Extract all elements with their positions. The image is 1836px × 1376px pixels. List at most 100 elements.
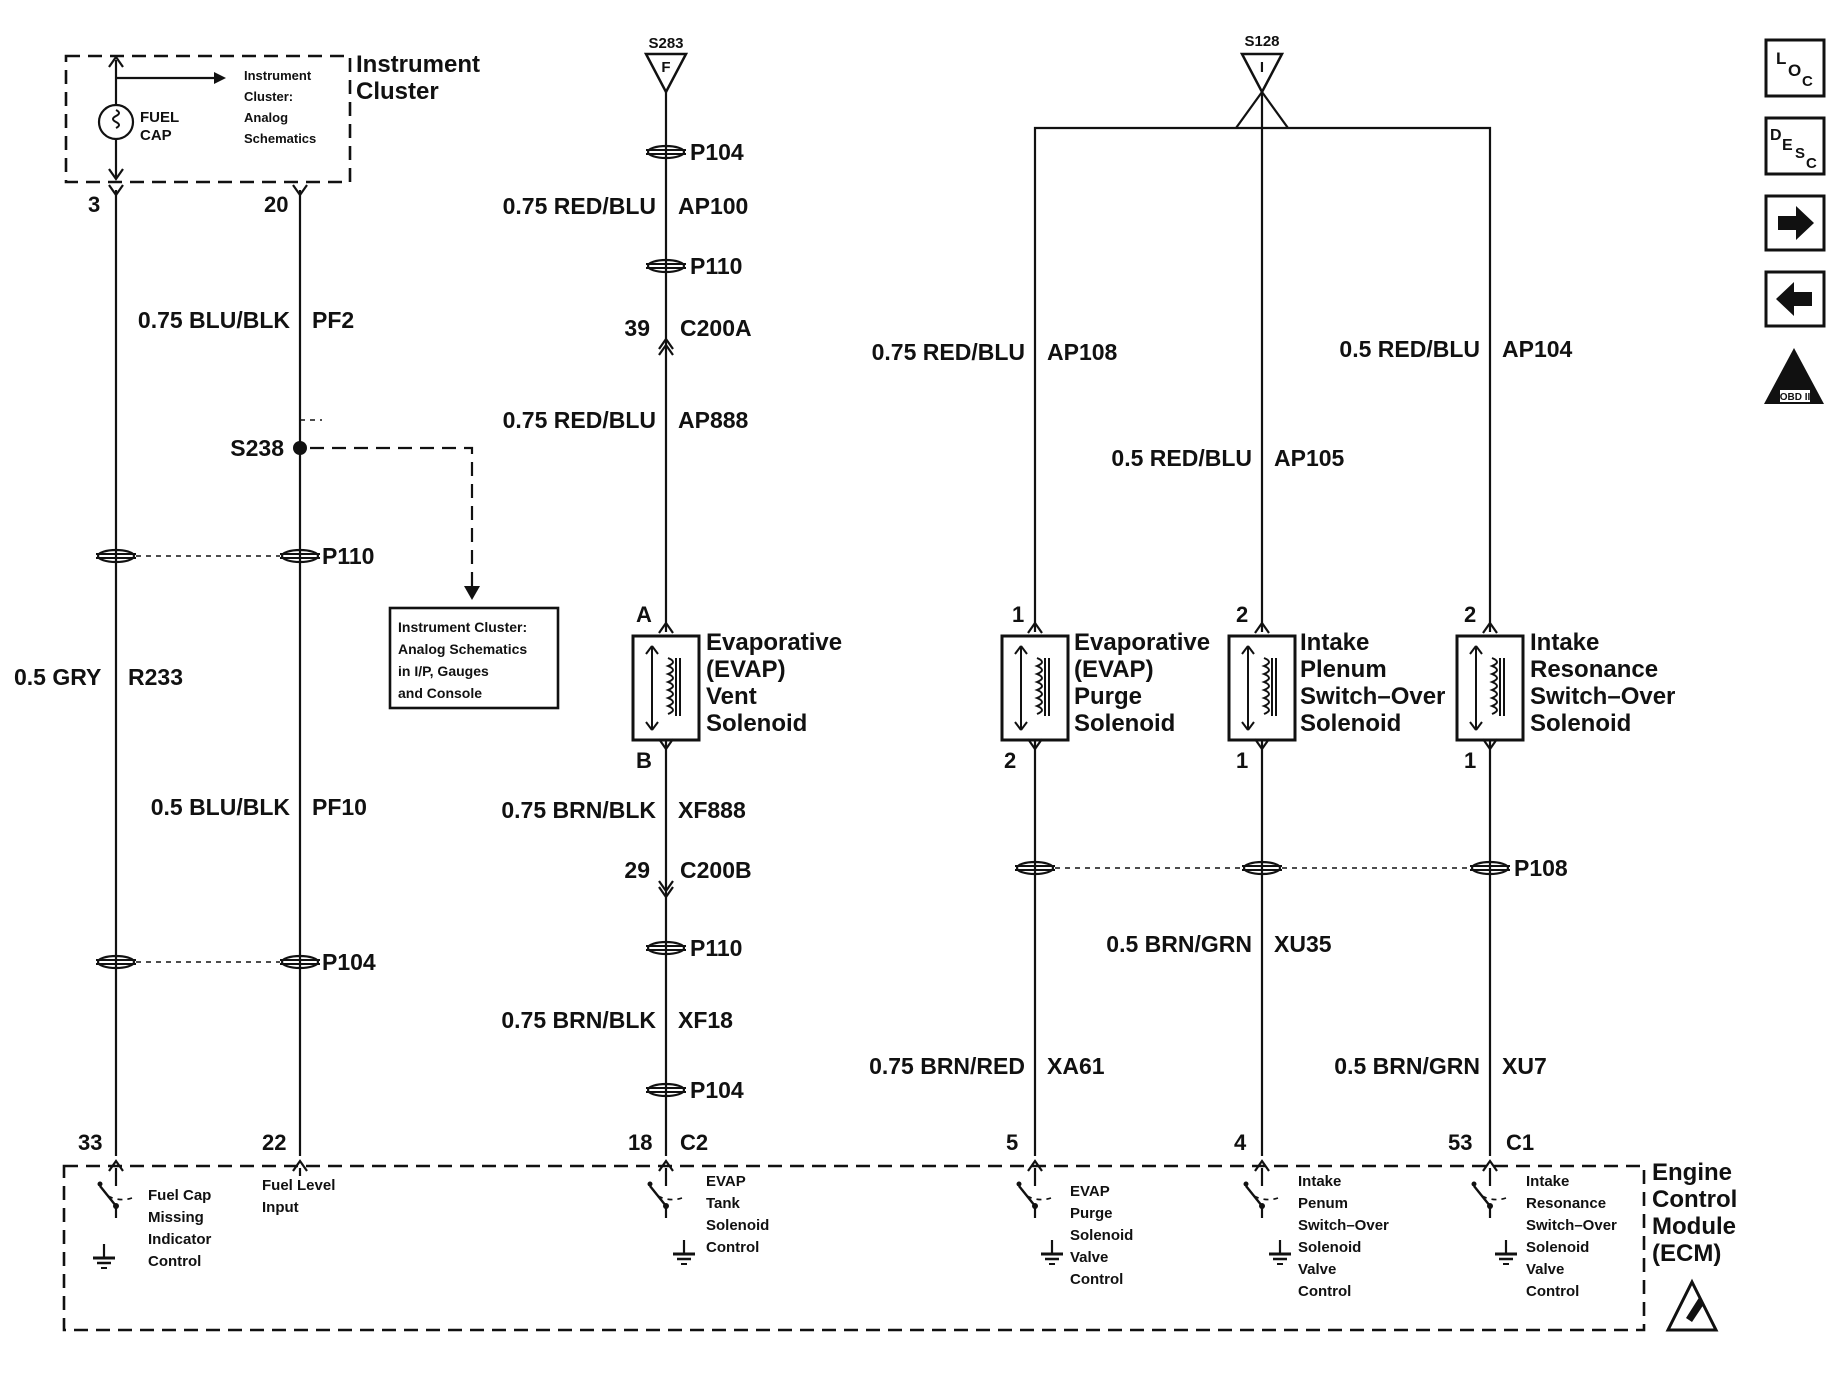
svg-text:EVAP: EVAP [1070,1183,1110,1200]
svg-text:P104: P104 [690,139,744,165]
svg-text:53: 53 [1448,1130,1472,1155]
svg-text:2: 2 [1004,748,1016,773]
svg-text:Intake: Intake [1300,629,1369,656]
svg-text:Instrument: Instrument [244,68,312,83]
ecm-resonance-control: Intake Resonance Switch–Over Solenoid Va… [1470,1166,1617,1300]
svg-text:(ECM): (ECM) [1652,1240,1721,1267]
svg-text:Solenoid: Solenoid [1070,1227,1133,1244]
svg-text:Purge: Purge [1070,1205,1113,1222]
svg-text:C200B: C200B [680,857,752,883]
svg-text:Switch–Over: Switch–Over [1298,1217,1389,1234]
svg-text:Instrument Cluster:: Instrument Cluster: [398,619,527,635]
svg-text:Solenoid: Solenoid [706,1217,769,1234]
svg-text:PF10: PF10 [312,794,367,820]
svg-text:Control: Control [1298,1283,1351,1300]
svg-text:Evaporative: Evaporative [1074,629,1210,656]
svg-text:S128: S128 [1244,33,1279,50]
svg-text:Purge: Purge [1074,683,1142,710]
svg-text:4: 4 [1234,1130,1247,1155]
wire-s128-branch [1033,91,1492,632]
svg-text:PF2: PF2 [312,307,354,333]
svg-text:Analog: Analog [244,110,288,125]
svg-text:Resonance: Resonance [1526,1195,1606,1212]
svg-text:S: S [1795,145,1805,162]
svg-text:Intake: Intake [1298,1173,1341,1190]
svg-text:Schematics: Schematics [244,131,316,146]
svg-text:O: O [1788,61,1801,80]
svg-text:Penum: Penum [1298,1195,1348,1212]
svg-text:Cluster: Cluster [356,78,439,105]
svg-text:EVAP: EVAP [706,1173,746,1190]
svg-text:CAP: CAP [140,127,172,144]
svg-text:1: 1 [1012,602,1024,627]
svg-text:Fuel Level: Fuel Level [262,1177,335,1194]
intake-resonance-solenoid: 2 1 Intake Resonance Switch–Over Solenoi… [1455,602,1675,1156]
wire-vent-solenoid: P104 0.75 RED/BLU AP100 P110 39 C200A 0.… [501,92,752,1156]
svg-text:C1: C1 [1506,1130,1534,1155]
splice-s128: S128 I [1239,33,1285,95]
svg-text:P104: P104 [690,1077,744,1103]
svg-text:B: B [636,748,652,773]
svg-text:AP105: AP105 [1274,445,1345,471]
svg-text:Control: Control [1070,1271,1123,1288]
next-page-button[interactable] [1764,194,1826,252]
svg-text:Engine: Engine [1652,1159,1732,1186]
svg-text:D: D [1770,127,1782,144]
svg-text:Indicator: Indicator [148,1231,212,1248]
svg-text:P110: P110 [322,543,374,569]
svg-text:3: 3 [88,192,100,217]
ecm-fuel-cap-control: Fuel Cap Missing Indicator Control [91,1166,212,1270]
esd-warning-icon [1665,1278,1719,1332]
svg-text:Valve: Valve [1298,1261,1336,1278]
svg-text:Switch–Over: Switch–Over [1300,683,1445,710]
cluster-reference-box[interactable]: Instrument Cluster: Analog Schematics in… [388,606,560,710]
svg-text:P110: P110 [690,253,742,279]
svg-text:XF18: XF18 [678,1007,733,1033]
svg-text:Intake: Intake [1530,629,1599,656]
svg-text:P108: P108 [1514,855,1568,881]
location-button[interactable]: L O C [1764,38,1826,98]
svg-text:33: 33 [78,1130,102,1155]
svg-text:Valve: Valve [1526,1261,1564,1278]
intake-plenum-solenoid: 2 1 Intake Plenum Switch–Over Solenoid [1227,602,1445,1156]
svg-text:Control: Control [148,1253,201,1270]
svg-text:Solenoid: Solenoid [1298,1239,1361,1256]
svg-text:C200A: C200A [680,315,752,341]
svg-text:XA61: XA61 [1047,1053,1105,1079]
svg-text:AP108: AP108 [1047,339,1118,365]
svg-text:Solenoid: Solenoid [1300,710,1401,737]
wire-pf2-pf10: 0.75 BLU/BLK PF2 0.5 BLU/BLK PF10 S238 [138,183,480,1156]
svg-text:0.5 BLU/BLK: 0.5 BLU/BLK [151,794,291,820]
svg-text:C: C [1806,155,1817,172]
svg-text:S238: S238 [230,435,284,461]
svg-text:0.5 GRY: 0.5 GRY [14,664,101,690]
svg-text:0.75 BLU/BLK: 0.75 BLU/BLK [138,307,290,333]
svg-text:AP100: AP100 [678,193,748,219]
previous-page-button[interactable] [1764,270,1826,328]
svg-text:0.75 BRN/BLK: 0.75 BRN/BLK [501,1007,656,1033]
svg-text:22: 22 [262,1130,286,1155]
svg-text:XF888: XF888 [678,797,746,823]
svg-text:29: 29 [624,857,650,883]
svg-text:P104: P104 [322,949,376,975]
svg-text:and Console: and Console [398,685,482,701]
svg-text:Cluster:: Cluster: [244,89,293,104]
obd-ii-button[interactable]: OBD II [1764,348,1824,404]
svg-text:Input: Input [262,1199,299,1216]
ecm-plenum-control: Intake Penum Switch–Over Solenoid Valve … [1242,1166,1389,1300]
svg-text:OBD II: OBD II [1780,392,1811,403]
svg-text:0.5 BRN/GRN: 0.5 BRN/GRN [1334,1053,1480,1079]
svg-text:Fuel Cap: Fuel Cap [148,1187,211,1204]
svg-text:(EVAP): (EVAP) [706,656,786,683]
svg-text:C2: C2 [680,1130,708,1155]
svg-text:0.5 RED/BLU: 0.5 RED/BLU [1111,445,1252,471]
description-button[interactable]: D E S C [1764,116,1826,176]
svg-text:C: C [1802,73,1813,90]
ecm-evap-tank-control: EVAP Tank Solenoid Control [646,1166,769,1266]
svg-text:Instrument: Instrument [356,51,480,78]
svg-text:Switch–Over: Switch–Over [1530,683,1675,710]
svg-text:Resonance: Resonance [1530,656,1658,683]
svg-text:Solenoid: Solenoid [1526,1239,1589,1256]
svg-text:20: 20 [264,192,288,217]
